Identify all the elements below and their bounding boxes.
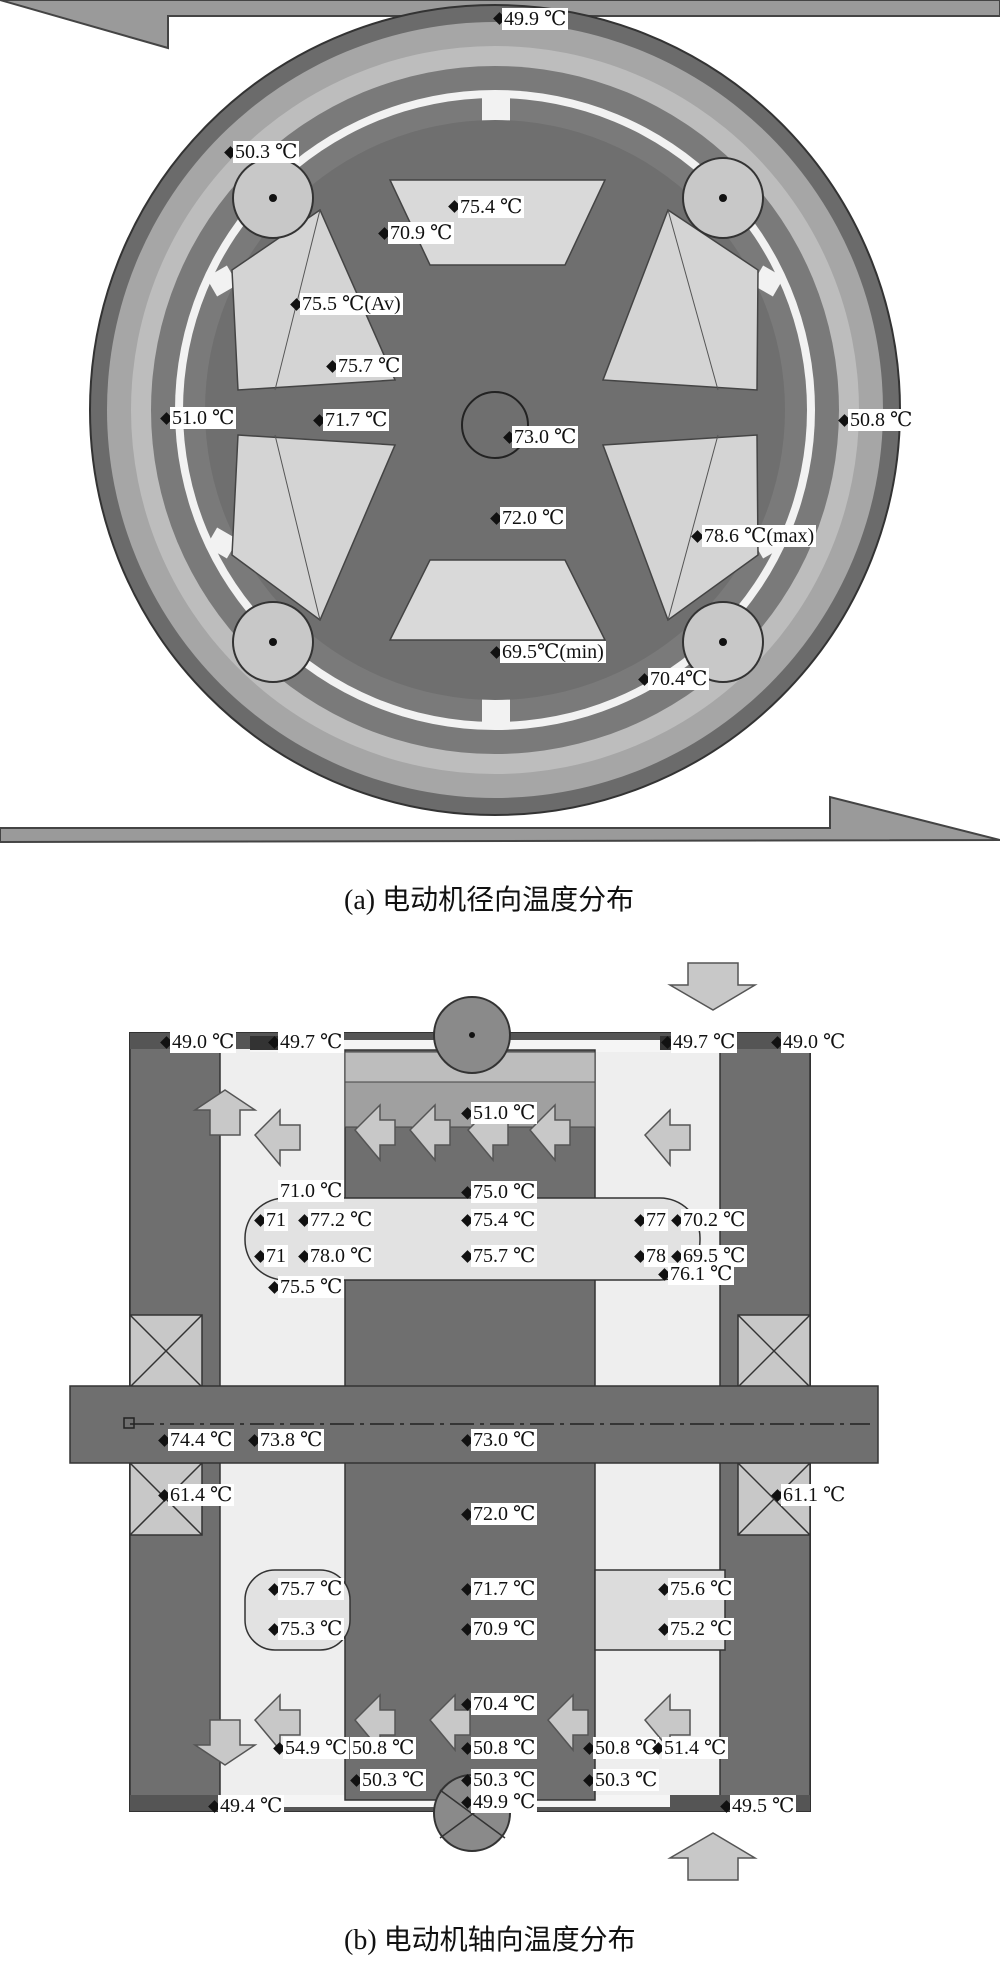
- temp-label: 51.0 ℃: [471, 1102, 538, 1124]
- temp-label: 49.4 ℃: [218, 1795, 285, 1817]
- temp-label: 49.0 ℃: [170, 1031, 237, 1053]
- temp-label: 49.9 ℃: [471, 1791, 538, 1813]
- temp-label: 49.7 ℃: [278, 1031, 345, 1053]
- temp-label: 50.8 ℃: [593, 1737, 660, 1759]
- temp-label: 73.0 ℃: [512, 426, 579, 448]
- temp-label: 77: [644, 1209, 668, 1231]
- temp-label: 50.3 ℃: [360, 1769, 427, 1791]
- temp-label: 49.7 ℃: [671, 1031, 738, 1053]
- temp-label: 71: [264, 1245, 288, 1267]
- temp-label: 78.6 ℃(max): [702, 525, 817, 547]
- temp-label: 78.0 ℃: [308, 1245, 375, 1267]
- temp-label: 78: [644, 1245, 668, 1267]
- temp-label: 61.1 ℃: [781, 1484, 848, 1506]
- temp-label: 75.5 ℃: [278, 1276, 345, 1298]
- caption-radial: (a) 电动机径向温度分布: [344, 885, 635, 916]
- temp-label: 50.3 ℃: [233, 141, 300, 163]
- temp-label: 69.5℃(min): [500, 641, 606, 663]
- temp-label: 77.2 ℃: [308, 1209, 375, 1231]
- temp-label: 75.5 ℃(Av): [300, 293, 403, 315]
- temp-label: 70.4 ℃: [471, 1693, 538, 1715]
- temp-label: 70.9 ℃: [471, 1618, 538, 1640]
- temp-label: 71.7 ℃: [471, 1578, 538, 1600]
- temp-label: 70.4℃: [648, 668, 710, 690]
- temp-label: 69.5 ℃: [681, 1245, 748, 1267]
- temp-label: 73.8 ℃: [258, 1429, 325, 1451]
- temp-label: 50.3 ℃: [593, 1769, 660, 1791]
- temp-label: 75.4 ℃: [471, 1209, 538, 1231]
- temp-label: 75.2 ℃: [668, 1618, 735, 1640]
- temp-label: 72.0 ℃: [471, 1503, 538, 1525]
- temp-label: 71.0 ℃: [278, 1180, 345, 1202]
- temp-label: 71.7 ℃: [323, 409, 390, 431]
- temp-label: 72.0 ℃: [500, 507, 567, 529]
- temp-label: 70.2 ℃: [681, 1209, 748, 1231]
- temp-label: 75.6 ℃: [668, 1578, 735, 1600]
- temp-label: 73.0 ℃: [471, 1429, 538, 1451]
- temp-label: 51.0 ℃: [170, 407, 237, 429]
- temp-label: 75.7 ℃: [336, 355, 403, 377]
- temp-label: 50.8 ℃: [350, 1737, 417, 1759]
- temp-label: 75.0 ℃: [471, 1181, 538, 1203]
- temp-label: 54.9 ℃: [283, 1737, 350, 1759]
- temp-label: 75.7 ℃: [471, 1245, 538, 1267]
- caption-axial: (b) 电动机轴向温度分布: [344, 1925, 636, 1956]
- temp-label: 51.4 ℃: [662, 1737, 729, 1759]
- temp-label: 70.9 ℃: [388, 222, 455, 244]
- temp-label: 76.1 ℃: [668, 1263, 735, 1285]
- temp-label: 61.4 ℃: [168, 1484, 235, 1506]
- temp-label: 74.4 ℃: [168, 1429, 235, 1451]
- temp-label: 49.9 ℃: [502, 8, 569, 30]
- temp-label: 75.7 ℃: [278, 1578, 345, 1600]
- bottom-airflow-arrow: [0, 795, 1000, 844]
- temp-label: 75.3 ℃: [278, 1618, 345, 1640]
- temp-label: 71: [264, 1209, 288, 1231]
- temp-label: 49.5 ℃: [730, 1795, 797, 1817]
- temp-label: 50.3 ℃: [471, 1769, 538, 1791]
- temp-label: 50.8 ℃: [471, 1737, 538, 1759]
- temp-label: 49.0 ℃: [781, 1031, 848, 1053]
- temp-label: 75.4 ℃: [458, 196, 525, 218]
- temp-label: 50.8 ℃: [848, 409, 915, 431]
- radial-diagram: [0, 0, 1000, 844]
